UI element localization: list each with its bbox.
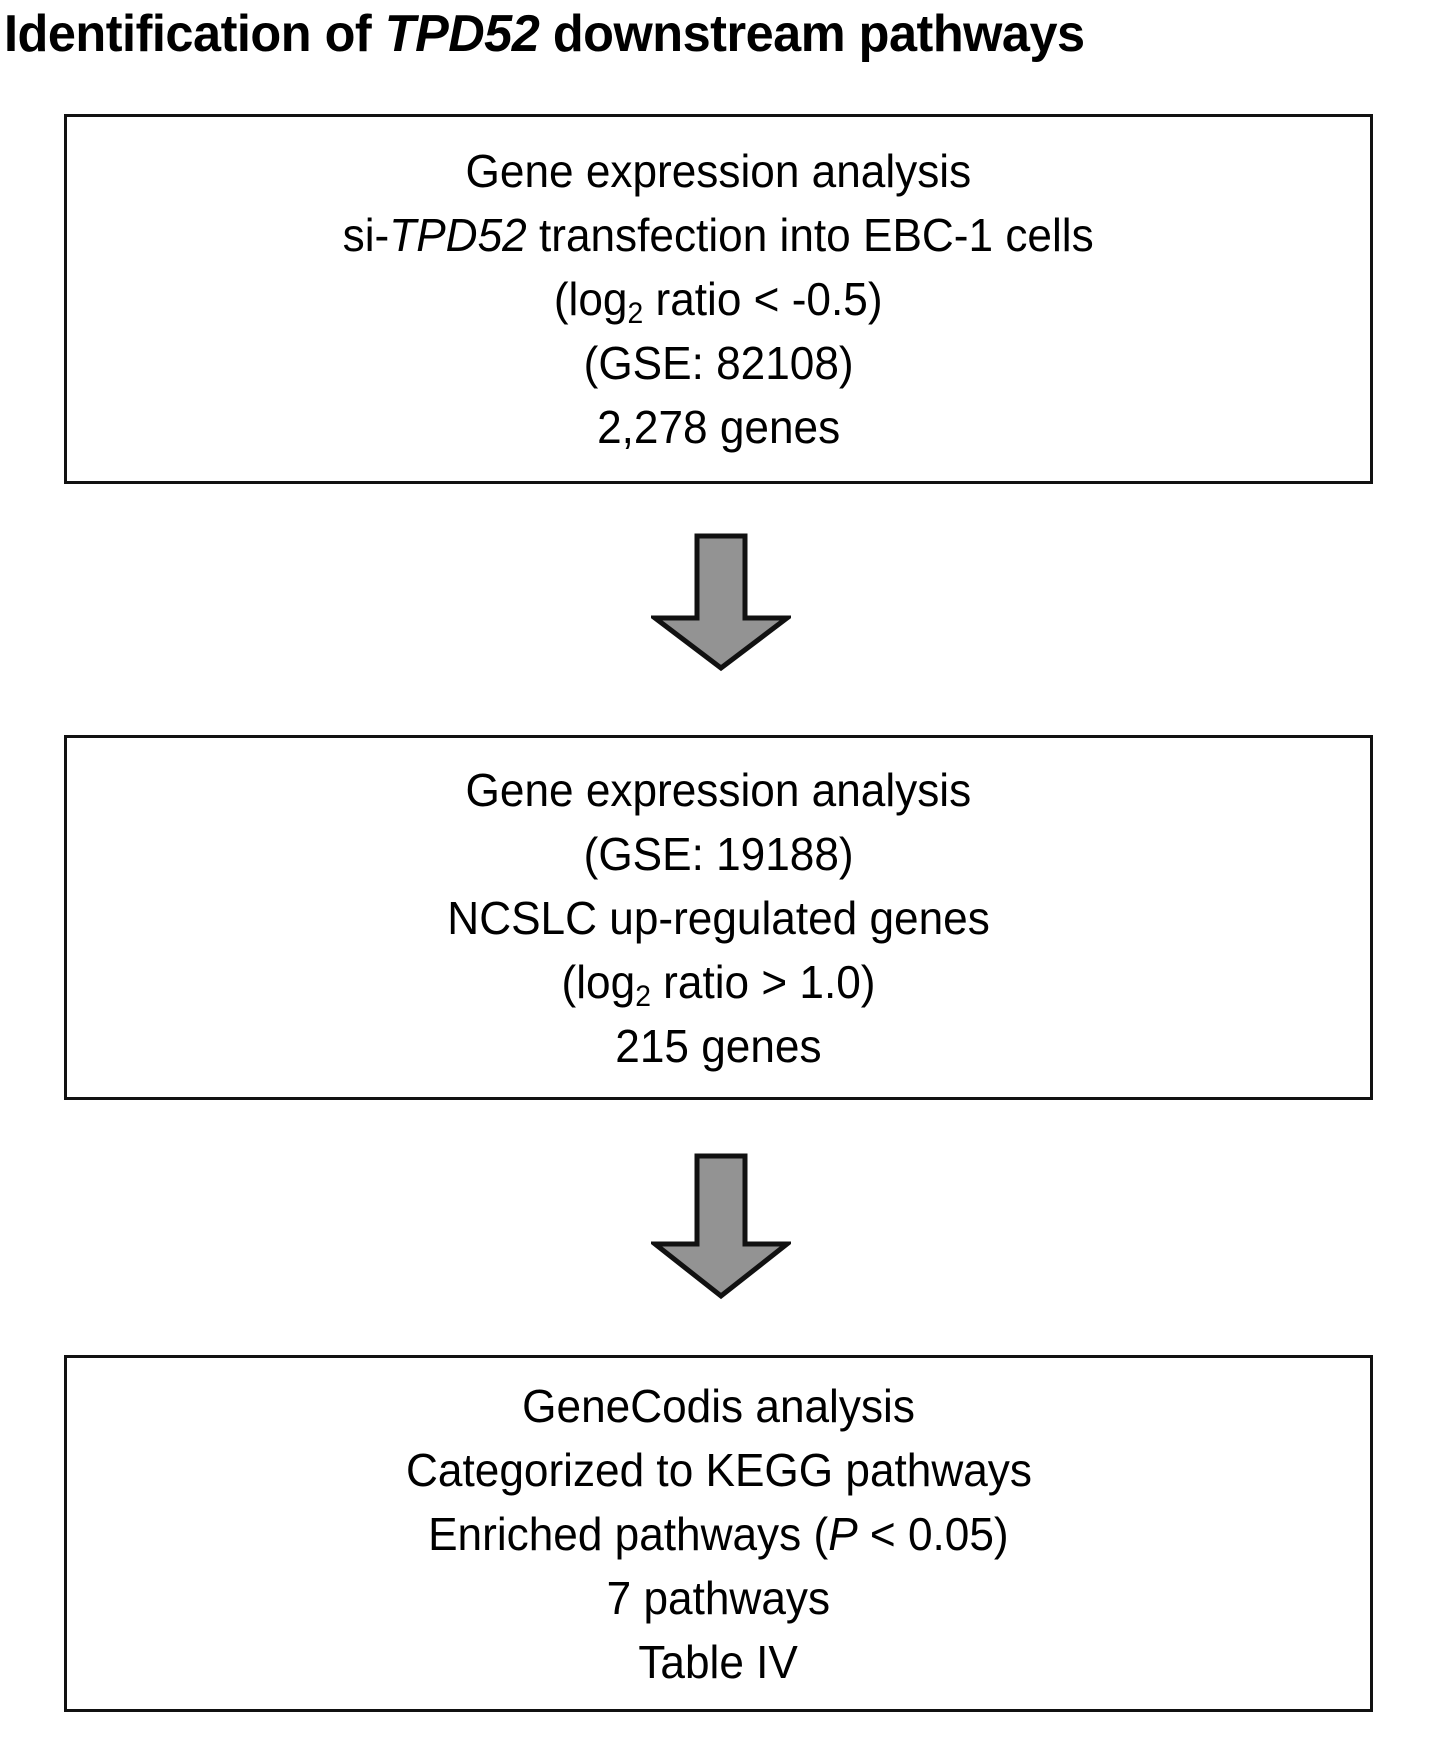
box2-line-4: (log2 ratio > 1.0) [562,950,876,1014]
page-title-suffix: downstream pathways [539,5,1085,63]
box1-line-5-gene-count: 2,278 genes [596,401,841,453]
box1-line-1: Gene expression analysis [465,145,972,197]
box3-line-4-pathway-count: 7 pathways [606,1571,831,1624]
box2-line-4-pre: (log [561,955,636,1008]
box1-line-2-post: transfection into EBC-1 cells [527,209,1095,261]
box1-line-2-gene: TPD52 [389,209,528,261]
box2-line-3: NCSLC up-regulated genes [447,891,990,944]
down-arrow-shape [651,533,791,672]
box1-line-3-post: ratio < -0.5) [643,273,883,325]
down-arrow-icon [651,1153,791,1300]
box3-line-1: GeneCodis analysis [522,1379,915,1432]
box1-line-4-gse: (GSE: 82108) [583,337,854,389]
box3-line-2: Categorized to KEGG pathways [405,1443,1032,1496]
box2-line-5-gene-count: 215 genes [615,1019,822,1072]
box1-line-3-pre: (log [554,273,628,325]
box2-line-4-subscript: 2 [635,979,651,1013]
box1-line-3: (log2 ratio < -0.5) [554,267,883,331]
box1-line-2-pre: si- [342,209,390,261]
page-title: Identification of TPD52 downstream pathw… [4,4,1394,66]
genecodis-analysis-box: GeneCodis analysis Categorized to KEGG p… [64,1355,1373,1712]
box2-line-4-post: ratio > 1.0) [650,955,876,1008]
down-arrow-icon [651,533,791,672]
box3-line-3-pre: Enriched pathways ( [428,1507,829,1560]
gene-expression-si-tpd52-box: Gene expression analysis si-TPD52 transf… [64,114,1373,484]
page-title-prefix: Identification of [4,5,385,63]
box2-line-1: Gene expression analysis [465,763,972,816]
down-arrow-box1-to-box2 [651,532,791,672]
page-title-gene-name: TPD52 [384,5,540,63]
box3-line-3-post: < 0.05) [857,1507,1009,1560]
box1-line-2: si-TPD52 transfection into EBC-1 cells [343,203,1094,267]
box1-line-3-subscript: 2 [627,297,644,331]
down-arrow-box2-to-box3 [651,1152,791,1300]
down-arrow-shape [651,1153,791,1300]
box3-line-3-pvalue-symbol: P [828,1507,858,1560]
box2-line-2-gse: (GSE: 19188) [583,827,854,880]
box3-line-5-table-ref: Table IV [638,1635,799,1688]
box3-line-3: Enriched pathways (P < 0.05) [428,1502,1009,1566]
gene-expression-nsclc-box: Gene expression analysis (GSE: 19188) NC… [64,735,1373,1100]
